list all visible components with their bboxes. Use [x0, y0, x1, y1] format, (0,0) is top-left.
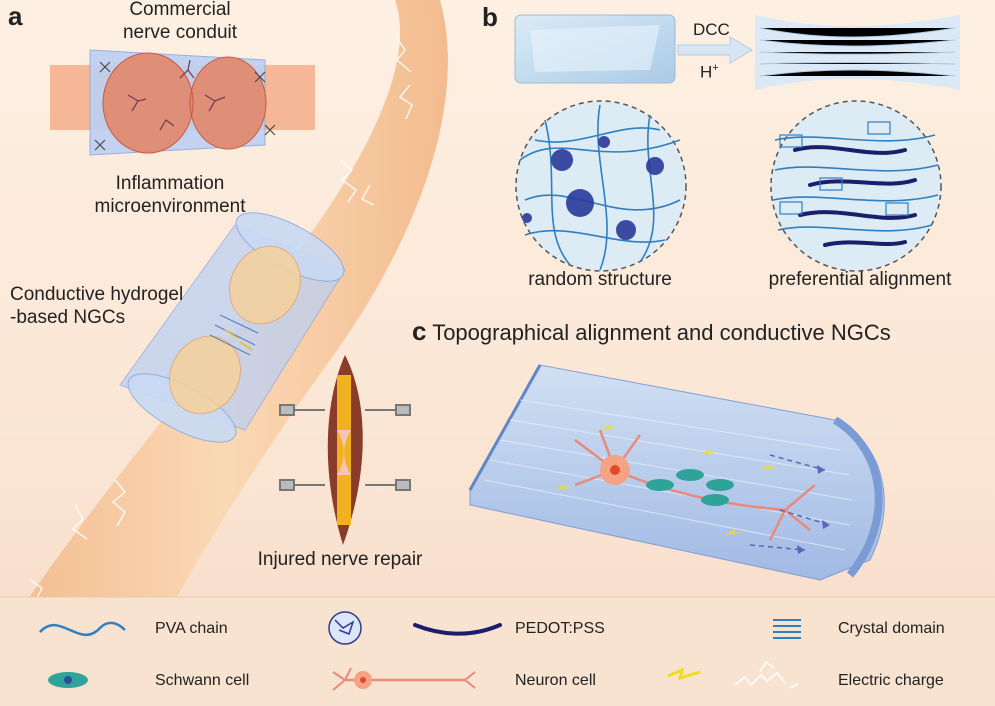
- dark-arc-icon: [413, 623, 502, 636]
- hydrogel-sheet: [514, 14, 676, 84]
- label-commercial-conduit: Commercial nerve conduit: [95, 0, 265, 44]
- label-conductive-line1: Conductive hydrogel: [10, 284, 184, 305]
- legend-charge-label: Electric charge: [838, 672, 944, 689]
- legend-schwann-label: Schwann cell: [155, 672, 250, 689]
- label-hplus-base: H: [700, 62, 713, 82]
- eye-cell-icon: [48, 672, 88, 688]
- neuron-icon: [332, 667, 476, 691]
- legend-band: [0, 596, 995, 706]
- legend-pedot-label: PEDOT:PSS: [515, 620, 605, 637]
- injured-nerve-device: [279, 355, 411, 545]
- lightning-icon: [667, 667, 701, 681]
- label-random-structure: random structure: [528, 269, 672, 290]
- label-hplus: H+: [700, 62, 719, 83]
- random-structure-circle: [515, 100, 687, 272]
- label-dcc: DCC: [693, 20, 730, 39]
- label-commercial-line2: nerve conduit: [122, 22, 238, 43]
- legend-pva-label: PVA chain: [155, 620, 228, 637]
- process-arrow: [677, 36, 753, 64]
- conductive-ngc-illustration: [119, 212, 346, 443]
- half-pipe-conduit: [468, 364, 885, 581]
- wave-icon: [39, 621, 126, 636]
- label-conductive-line2: -based NGCs: [10, 307, 126, 328]
- panel-letter-c: c: [412, 316, 427, 346]
- polymer-cluster-icon: [328, 611, 362, 645]
- legend-crystal-label: Crystal domain: [838, 620, 945, 637]
- commercial-conduit-illustration: [50, 49, 315, 156]
- label-inflammation-line1: Inflammation: [115, 173, 225, 194]
- label-hplus-sup: +: [712, 62, 719, 74]
- panel-c-title: Topographical alignment and conductive N…: [432, 320, 891, 345]
- label-commercial-line1: Commercial: [129, 0, 231, 20]
- preferential-alignment-circle: [770, 100, 942, 272]
- panel-c-heading: c Topographical alignment and conductive…: [412, 316, 891, 347]
- label-conductive-ngcs: Conductive hydrogel -based NGCs: [10, 283, 183, 329]
- spark-icon: [734, 660, 799, 689]
- crystal-stack-icon: [773, 619, 801, 639]
- label-inflammation: Inflammation microenvironment: [70, 172, 270, 218]
- panel-letter-b: b: [482, 2, 498, 32]
- panel-letter-a: a: [8, 1, 23, 31]
- legend-neuron-label: Neuron cell: [515, 672, 596, 689]
- label-preferential-alignment: preferential alignment: [768, 269, 952, 290]
- aligned-hydrogel: [755, 15, 960, 90]
- label-inflammation-line2: microenvironment: [94, 196, 246, 217]
- label-injured-repair: Injured nerve repair: [257, 549, 423, 570]
